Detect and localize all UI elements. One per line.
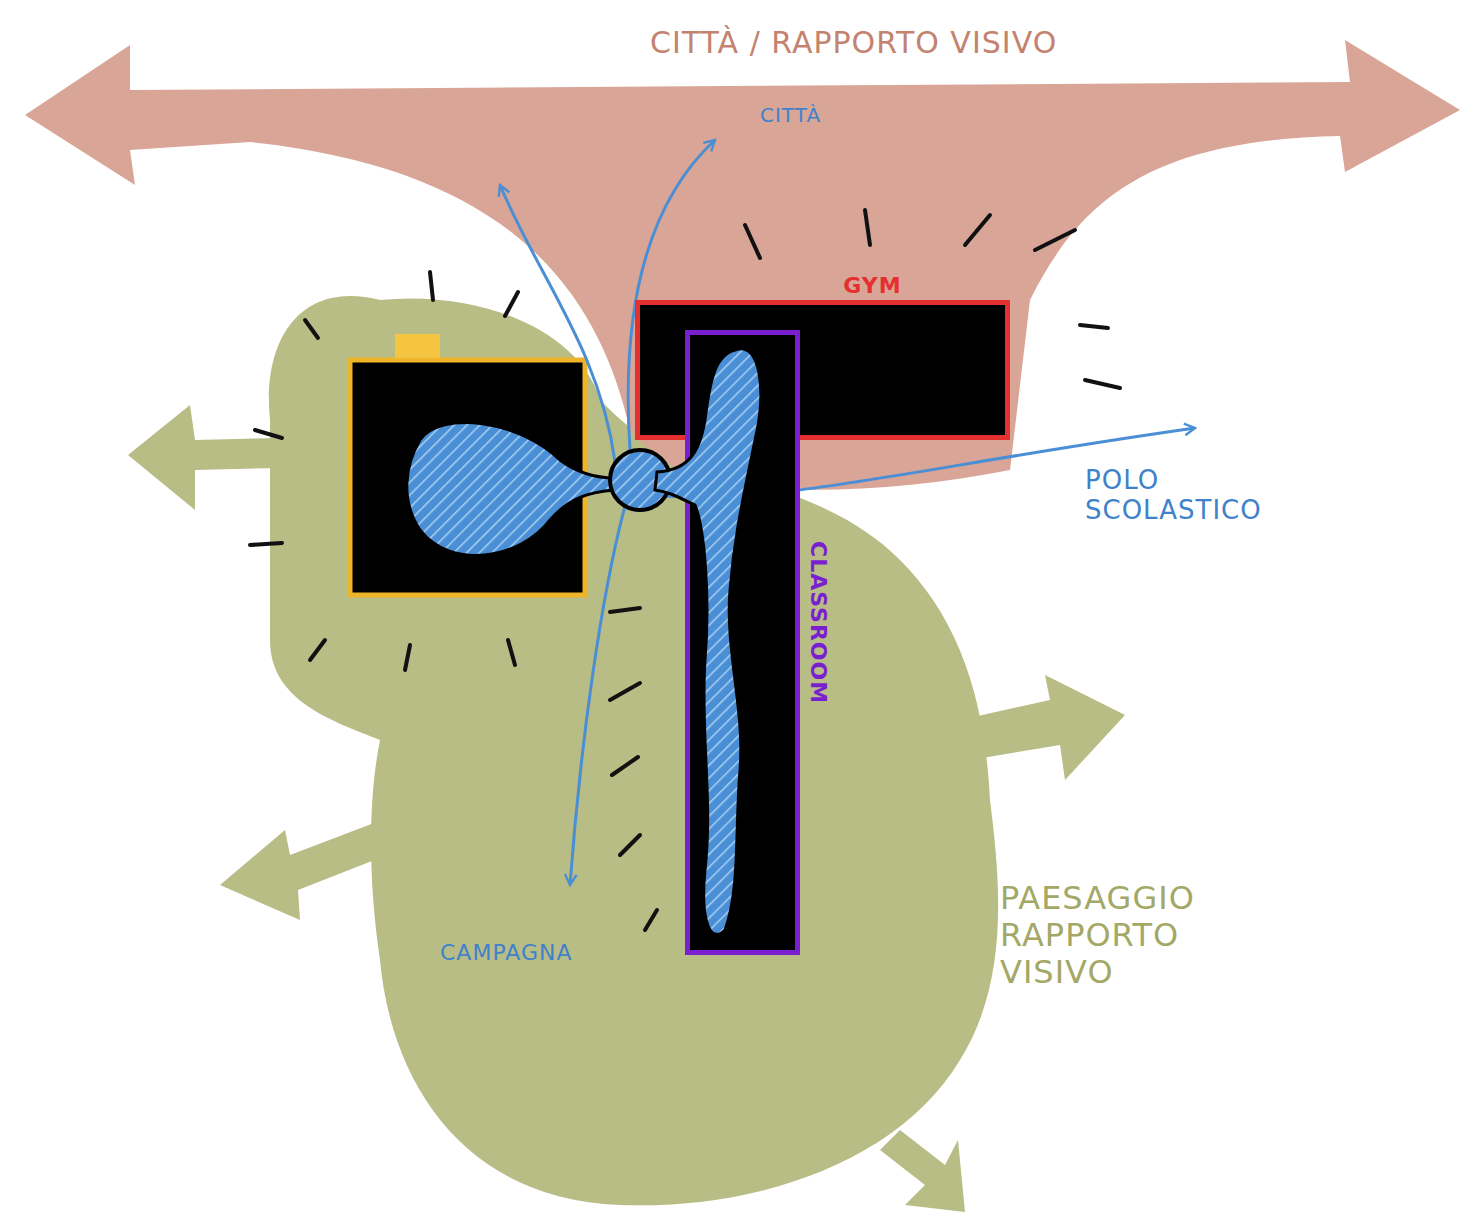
landscape-arrow xyxy=(220,815,400,920)
gym-label: GYM xyxy=(843,274,901,298)
landscape-arrow xyxy=(960,675,1125,780)
flow-label: CAMPAGNA xyxy=(440,940,572,965)
region-label: PAESAGGIO RAPPORTO VISIVO xyxy=(1000,880,1195,990)
classroom-block: CLASSROOM xyxy=(685,330,800,955)
hatched-space xyxy=(407,423,615,556)
landscape-arrow xyxy=(128,405,280,510)
hatched-space xyxy=(655,349,761,935)
region-title: CITTÀ / RAPPORTO VISIVO xyxy=(650,26,1057,61)
classroom-label: CLASSROOM xyxy=(806,541,830,704)
classroom-shape xyxy=(685,330,800,955)
yellow-mark xyxy=(395,334,440,358)
flow-label: POLO SCOLASTICO xyxy=(1085,466,1262,526)
landscape-arrow xyxy=(880,1130,965,1212)
flow-label: CITTÀ xyxy=(760,104,821,127)
